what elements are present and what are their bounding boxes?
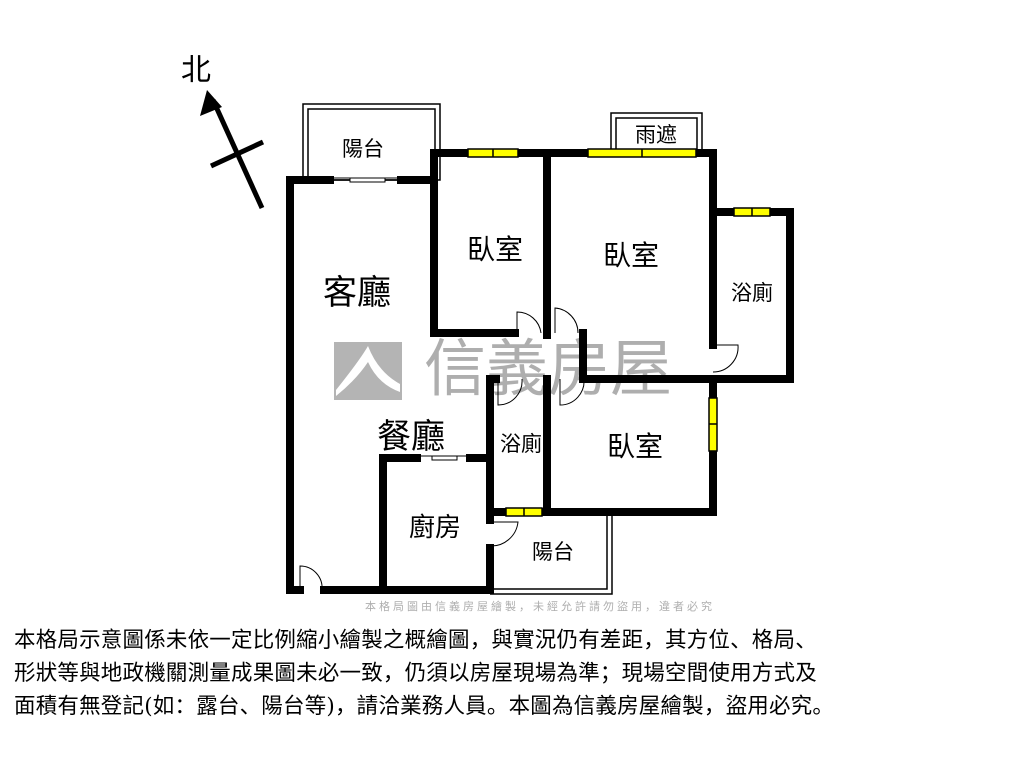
room-label-living-room: 客廳 (323, 273, 391, 313)
north-arrow-icon (200, 90, 222, 116)
watermark-subtext: 本格局圖由信義房屋繪製，未經允許請勿盜用，違者必究 (365, 599, 715, 613)
floor-plan: 信義房屋 本格局圖由信義房屋繪製，未經允許請勿盜用，違者必究 北 (181, 53, 794, 613)
disclaimer-line: 面積有無登記(如：露台、陽台等)，請洽業務人員。本圖為信義房屋繪製，盜用必究。 (14, 694, 835, 719)
disclaimer-line: 形狀等與地政機關測量成果圖未必一致，仍須以房屋現場為準；現場空間使用方式及 (14, 661, 817, 686)
sliding-doors (332, 177, 469, 461)
room-label-kitchen: 廚房 (409, 513, 461, 543)
room-label-balcony-top: 陽台 (342, 137, 384, 161)
room-label-bathroom-master: 浴廁 (731, 281, 773, 305)
room-label-bedroom-2: 臥室 (603, 239, 659, 272)
room-label-bedroom-1: 臥室 (467, 233, 523, 266)
disclaimer-text: 本格局示意圖係未依一定比例縮小繪製之概繪圖，與實況仍有差距，其方位、格局、 形狀… (14, 624, 1019, 723)
windows (467, 148, 771, 517)
watermark: 信義房屋 本格局圖由信義房屋繪製，未經允許請勿盜用，違者必究 (334, 332, 715, 613)
room-label-bathroom-small: 浴廁 (500, 432, 542, 456)
room-label-dining-room: 餐廳 (377, 417, 445, 457)
north-label: 北 (181, 53, 211, 88)
swing-doors (299, 307, 739, 591)
disclaimer-line: 本格局示意圖係未依一定比例縮小繪製之概繪圖，與實況仍有差距，其方位、格局、 (14, 628, 817, 653)
north-compass: 北 (181, 53, 265, 210)
room-label-bedroom-3: 臥室 (607, 430, 663, 463)
walls (286, 149, 794, 594)
outdoor-outlines (302, 103, 703, 595)
room-label-rain-cover: 雨遮 (635, 123, 677, 147)
room-label-balcony-bottom: 陽台 (532, 540, 574, 564)
